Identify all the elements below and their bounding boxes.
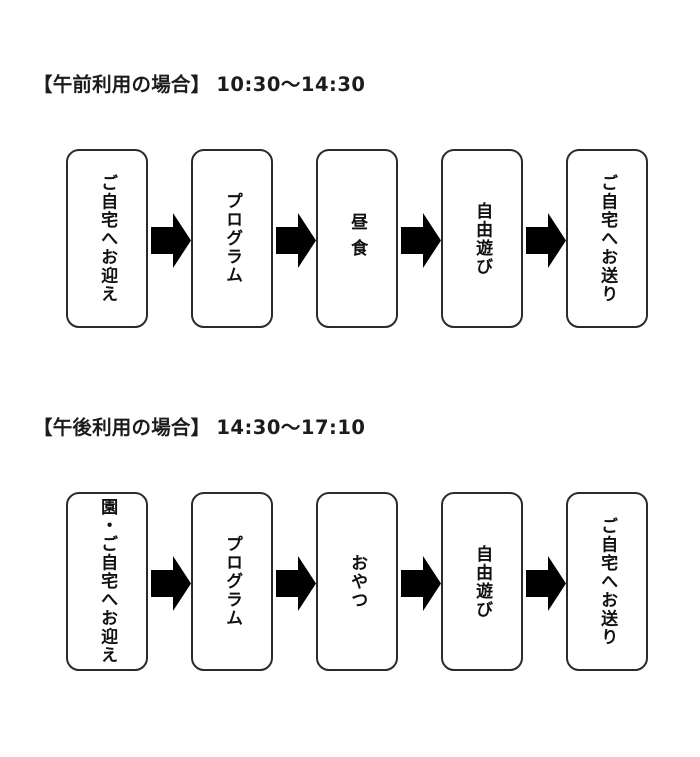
right-arrow-icon [401, 213, 441, 268]
step-box: ご自宅へお送り [566, 492, 648, 671]
step-label: ご自宅へお迎え [97, 173, 118, 304]
step-label: ご自宅へお送り [597, 173, 618, 304]
morning-flow-row: ご自宅へお迎え プログラム 昼食 自由遊び [0, 149, 700, 332]
afternoon-heading: 【午後利用の場合】14:30～17:10 [33, 413, 365, 443]
step-box: 園・ご自宅へお迎え [66, 492, 148, 671]
step-box: プログラム [191, 149, 273, 328]
step-box: 昼食 [316, 149, 398, 328]
morning-heading-label: 【午前利用の場合】 [33, 73, 211, 96]
step-label: おやつ [347, 553, 368, 610]
step-box: 自由遊び [441, 492, 523, 671]
afternoon-flow-row: 園・ご自宅へお迎え プログラム おやつ 自由遊び [0, 492, 700, 675]
morning-heading: 【午前利用の場合】10:30～14:30 [33, 70, 365, 100]
step-label: プログラム [222, 192, 243, 285]
right-arrow-icon [401, 556, 441, 611]
step-label: プログラム [222, 535, 243, 628]
afternoon-heading-label: 【午後利用の場合】 [33, 416, 211, 439]
right-arrow-icon [151, 213, 191, 268]
step-box: おやつ [316, 492, 398, 671]
right-arrow-icon [276, 213, 316, 268]
step-label: 自由遊び [472, 201, 493, 276]
afternoon-heading-time: 14:30～17:10 [216, 416, 366, 439]
step-label: 自由遊び [472, 544, 493, 619]
step-label: 園・ご自宅へお迎え [97, 498, 118, 665]
step-box: ご自宅へお迎え [66, 149, 148, 328]
morning-heading-time: 10:30～14:30 [216, 73, 366, 96]
step-box: 自由遊び [441, 149, 523, 328]
right-arrow-icon [526, 213, 566, 268]
right-arrow-icon [526, 556, 566, 611]
right-arrow-icon [276, 556, 316, 611]
step-box: ご自宅へお送り [566, 149, 648, 328]
step-label: 昼食 [347, 212, 368, 265]
right-arrow-icon [151, 556, 191, 611]
step-box: プログラム [191, 492, 273, 671]
step-label: ご自宅へお送り [597, 516, 618, 647]
